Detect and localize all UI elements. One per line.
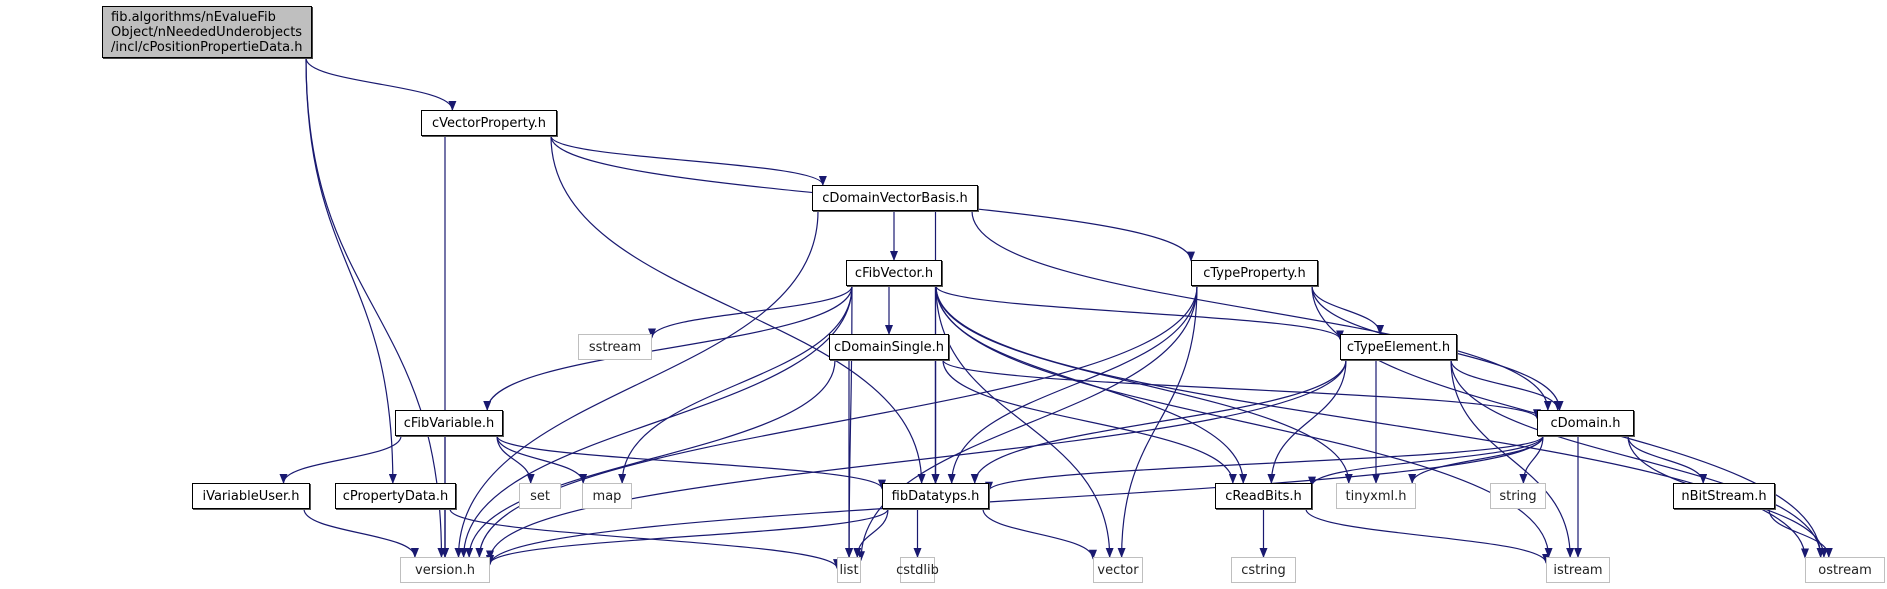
node-vector: vector — [1093, 557, 1143, 583]
edge-root-to-version — [305, 57, 446, 558]
edge-cPropertyData-to-list — [449, 508, 841, 570]
edge-cDomain-to-nBitStream — [1627, 435, 1708, 484]
node-string: string — [1490, 483, 1546, 509]
edge-cVectorProperty-to-cDomainVectorBasis — [550, 135, 827, 186]
edge-cFibVector-to-vector — [935, 285, 1114, 558]
edge-cTypeElement-to-cDomain — [1450, 359, 1562, 411]
edge-cDomainSingle-to-cReadBits — [942, 359, 1237, 484]
node-ctypeelement[interactable]: cTypeElement.h — [1340, 334, 1457, 360]
edge-cDomain-to-string — [1519, 435, 1544, 484]
edge-cTypeProperty-to-list — [857, 285, 1198, 562]
edge-root-to-cVectorProperty — [305, 57, 457, 111]
edge-cFibVector-to-map — [618, 285, 853, 484]
node-ivariableuser[interactable]: iVariableUser.h — [192, 483, 310, 509]
node-root-file[interactable]: fib.algorithms/nEvalueFib Object/nNeeded… — [102, 6, 312, 58]
edge-cDomain-to-cReadBits — [1308, 435, 1544, 487]
node-nbitstream[interactable]: nBitStream.h — [1673, 483, 1775, 509]
node-tinyxml: tinyxml.h — [1336, 483, 1416, 509]
edge-fibDatatyps-to-vector — [982, 508, 1097, 560]
edge-cDomain-to-version — [486, 435, 1544, 566]
node-istream: istream — [1546, 557, 1610, 583]
edge-cTypeElement-to-fibDatatyps — [970, 359, 1347, 484]
edge-cReadBits-to-istream — [1305, 508, 1550, 564]
node-cfibvector[interactable]: cFibVector.h — [846, 260, 942, 286]
edge-cTypeElement-to-istream — [1450, 359, 1575, 558]
node-cpropertydata[interactable]: cPropertyData.h — [335, 483, 456, 509]
edge-cFibVector-to-istream — [935, 285, 1553, 558]
edge-cFibVariable-to-fibDatatyps — [496, 435, 886, 490]
node-cstring: cstring — [1231, 557, 1296, 583]
node-set: set — [519, 483, 561, 509]
node-cdomainsingle[interactable]: cDomainSingle.h — [829, 334, 949, 360]
edge-cFibVector-to-sstream — [648, 285, 853, 339]
edge-cDomainVectorBasis-to-cDomain — [971, 210, 1552, 411]
node-ctypeproperty[interactable]: cTypeProperty.h — [1191, 260, 1318, 286]
edge-cVectorProperty-to-fibDatatyps — [550, 135, 926, 484]
node-cvectorproperty[interactable]: cVectorProperty.h — [421, 110, 557, 136]
edge-cDomain-to-tinyxml — [1408, 435, 1544, 484]
node-map: map — [582, 483, 632, 509]
node-version: version.h — [400, 557, 490, 583]
edge-cTypeProperty-to-cTypeElement — [1311, 285, 1385, 335]
edge-iVariableUser-to-version — [303, 508, 419, 558]
node-fibdatatyps[interactable]: fibDatatyps.h — [882, 483, 989, 509]
node-cstdlib: cstdlib — [896, 557, 939, 583]
edge-cFibVector-to-cTypeElement — [935, 285, 1344, 341]
edge-cTypeProperty-to-fibDatatyps — [947, 285, 1198, 484]
edge-cDomainSingle-to-version — [465, 359, 836, 558]
edge-cFibVariable-to-set — [496, 435, 535, 484]
node-list: list — [837, 557, 861, 583]
node-cdomain[interactable]: cDomain.h — [1537, 410, 1634, 436]
edge-root-to-cPropertyData — [305, 57, 397, 484]
node-cdomainvectorbasis[interactable]: cDomainVectorBasis.h — [812, 185, 978, 211]
edge-cFibVector-to-ostream — [935, 285, 1809, 559]
edge-cFibVariable-to-map — [496, 435, 588, 484]
edge-cFibVector-to-cFibVariable — [483, 285, 853, 411]
edge-fibDatatyps-to-list — [853, 508, 889, 558]
edge-cDomain-to-fibDatatyps — [985, 435, 1544, 492]
node-ostream: ostream — [1805, 557, 1885, 583]
node-creadbits[interactable]: cReadBits.h — [1215, 483, 1312, 509]
edge-cTypeElement-to-version — [486, 359, 1347, 561]
edge-cFibVariable-to-iVariableUser — [279, 435, 402, 484]
edge-cTypeElement-to-ostream — [1450, 359, 1825, 558]
edge-cDomainVectorBasis-to-version — [454, 210, 819, 558]
node-cfibvariable[interactable]: cFibVariable.h — [395, 410, 503, 436]
edge-cFibVector-to-version — [459, 285, 853, 558]
node-sstream: sstream — [578, 334, 652, 360]
edge-cDomainSingle-to-cDomain — [942, 359, 1541, 420]
edge-fibDatatyps-to-version — [486, 508, 889, 565]
edge-nBitStream-to-ostream — [1768, 508, 1833, 558]
